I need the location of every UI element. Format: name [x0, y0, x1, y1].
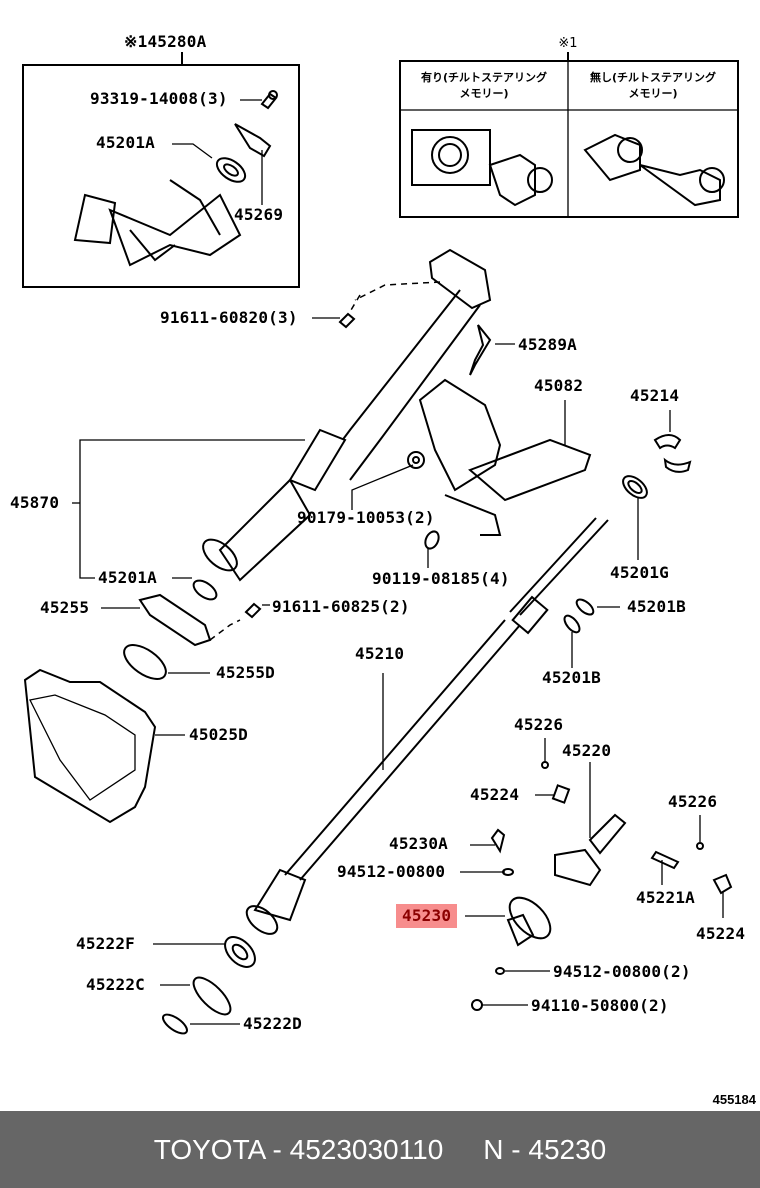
fasteners-mid: [351, 451, 440, 568]
label-45201G[interactable]: 45201G: [610, 563, 669, 582]
clips-45214: [653, 410, 692, 473]
label-45220[interactable]: 45220: [562, 741, 612, 760]
label-94110-50800[interactable]: 94110-50800(2): [531, 996, 669, 1015]
inset-left-title: ※145280A: [124, 32, 207, 51]
cover-45025D: [23, 668, 185, 824]
bearings-45222: [153, 936, 256, 1035]
label-45255[interactable]: 45255: [40, 598, 90, 617]
parts-diagram: ※145280A 93319-14008(3) 45201A 45269 ※1 …: [10, 32, 756, 1108]
inset-right-parts: [411, 129, 725, 207]
springs-45201B: [563, 598, 620, 668]
label-45221A[interactable]: 45221A: [636, 888, 695, 907]
col2-header-line1: 無し(チルトステアリング: [589, 71, 717, 84]
label-45222D[interactable]: 45222D: [243, 1014, 302, 1033]
col1-header-line2: メモリー): [459, 87, 509, 100]
bracket-45082: [418, 378, 592, 536]
inset-right-col2-header: 無し(チルトステアリング メモリー): [570, 70, 736, 102]
label-45226-upper[interactable]: 45226: [514, 715, 564, 734]
bracket-45289A: [469, 324, 492, 376]
label-91611-60825[interactable]: 91611-60825(2): [272, 597, 410, 616]
label-45870[interactable]: 45870: [10, 493, 60, 512]
label-91611-60820[interactable]: 91611-60820(3): [160, 308, 298, 327]
label-93319-14008[interactable]: 93319-14008(3): [90, 89, 228, 108]
label-45082[interactable]: 45082: [534, 376, 584, 395]
inset-right-col1-header: 有り(チルトステアリング メモリー): [402, 70, 566, 102]
label-45255D[interactable]: 45255D: [216, 663, 275, 682]
col1-header-line1: 有り(チルトステアリング: [420, 71, 548, 84]
label-45224-lower[interactable]: 45224: [696, 924, 746, 943]
label-45230A[interactable]: 45230A: [389, 834, 448, 853]
seal-45201G: [622, 475, 648, 560]
label-90119-08185[interactable]: 90119-08185(4): [372, 569, 510, 588]
inset-right-title: ※1: [558, 36, 578, 51]
label-45222F[interactable]: 45222F: [76, 934, 135, 953]
column-tube: [202, 248, 492, 582]
label-45210[interactable]: 45210: [355, 644, 405, 663]
part-45230: [465, 896, 552, 947]
inset-right-box: [399, 60, 739, 218]
label-45269[interactable]: 45269: [234, 205, 284, 224]
col2-header-line2: メモリー): [628, 87, 678, 100]
shaft-45210: [245, 517, 609, 935]
label-94512-00800-b[interactable]: 94512-00800(2): [553, 962, 691, 981]
clamp-parts: [101, 577, 270, 680]
label-45214[interactable]: 45214: [630, 386, 680, 405]
label-45289A[interactable]: 45289A: [518, 335, 577, 354]
label-45025D[interactable]: 45025D: [189, 725, 248, 744]
inset-left-box: [22, 64, 300, 288]
footer-brand-part: TOYOTA - 4523030110: [153, 1133, 444, 1165]
label-90179-10053[interactable]: 90179-10053(2): [297, 508, 435, 527]
yoke-45220: [460, 738, 733, 918]
label-45222C[interactable]: 45222C: [86, 975, 145, 994]
footer-bar: TOYOTA - 4523030110 N - 45230: [0, 1111, 760, 1188]
label-45224-upper[interactable]: 45224: [470, 785, 520, 804]
inset-left-parts: [73, 90, 278, 267]
leader-45870: [79, 439, 305, 579]
label-45226-right[interactable]: 45226: [668, 792, 718, 811]
washers-bottom: [471, 967, 550, 1011]
footer-ref-part: N - 45230: [483, 1133, 607, 1165]
label-45230-highlighted[interactable]: 45230: [396, 904, 458, 928]
diagram-reference-number: 455184: [712, 1092, 756, 1107]
diagram-drawing: [23, 52, 738, 1035]
label-45201A-inset[interactable]: 45201A: [96, 133, 155, 152]
label-45201B-lower[interactable]: 45201B: [542, 668, 601, 687]
label-45201A[interactable]: 45201A: [98, 568, 157, 587]
label-94512-00800-a[interactable]: 94512-00800: [337, 862, 446, 881]
label-45201B-upper[interactable]: 45201B: [627, 597, 686, 616]
